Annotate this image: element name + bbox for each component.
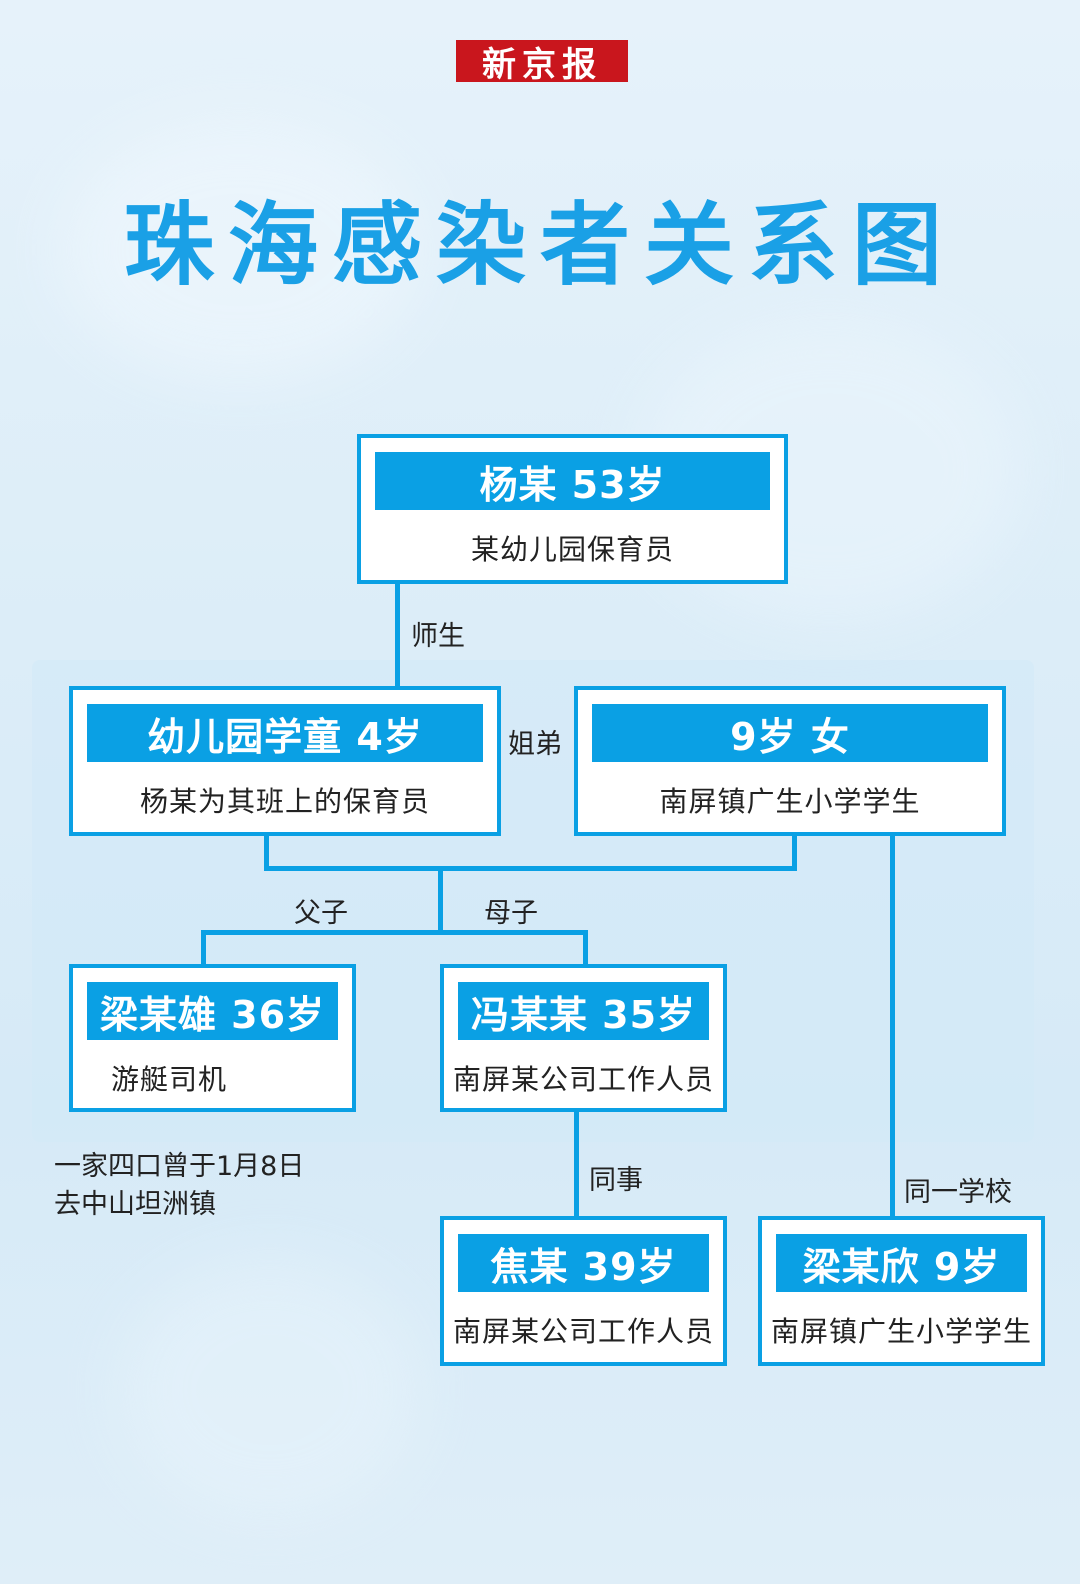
family-trip-note-line1: 一家四口曾于1月8日 <box>54 1151 305 1182</box>
node-girl: 9岁 女 南屏镇广生小学学生 <box>574 686 1006 836</box>
node-colleague-desc: 南屏某公司工作人员 <box>452 1315 714 1348</box>
node-father-desc: 游艇司机 <box>111 1063 228 1096</box>
relation-father-son: 父子 <box>294 898 348 929</box>
connector-girl-schoolmate <box>890 832 895 1220</box>
node-yang-name: 杨某 53岁 <box>375 452 770 510</box>
relation-mother-son: 母子 <box>484 898 538 929</box>
relation-teacher-student: 师生 <box>411 621 465 652</box>
relation-coworkers: 同事 <box>589 1165 643 1196</box>
family-trip-note-line2: 去中山坦洲镇 <box>54 1189 216 1220</box>
node-yang-desc: 某幼儿园保育员 <box>470 533 674 566</box>
connector-mother-colleague <box>574 1110 579 1220</box>
node-schoolmate-name: 梁某欣 9岁 <box>776 1234 1027 1292</box>
connector-father-drop <box>201 930 206 966</box>
node-father: 梁某雄 36岁 游艇司机 <box>69 964 356 1112</box>
node-girl-name: 9岁 女 <box>592 704 988 762</box>
relation-siblings: 姐弟 <box>508 729 562 760</box>
node-mother: 冯某某 35岁 南屏某公司工作人员 <box>440 964 727 1112</box>
connector-yang-child <box>395 582 400 688</box>
node-child: 幼儿园学童 4岁 杨某为其班上的保育员 <box>69 686 501 836</box>
node-colleague-name: 焦某 39岁 <box>458 1234 709 1292</box>
connector-mother-drop <box>583 930 588 966</box>
background-blob <box>60 120 420 380</box>
connector-parents-bar <box>201 930 588 935</box>
connector-child-down <box>264 832 269 868</box>
connector-parents-stem <box>438 868 443 934</box>
node-mother-name: 冯某某 35岁 <box>458 982 709 1040</box>
node-yang: 杨某 53岁 某幼儿园保育员 <box>357 434 788 584</box>
node-child-name: 幼儿园学童 4岁 <box>87 704 483 762</box>
node-father-name: 梁某雄 36岁 <box>87 982 338 1040</box>
background-blob <box>120 1260 420 1520</box>
page-title: 珠海感染者关系图 <box>124 193 956 298</box>
connector-siblings-bar <box>264 866 797 871</box>
relation-same-school: 同一学校 <box>904 1177 1012 1208</box>
node-girl-desc: 南屏镇广生小学学生 <box>659 785 921 818</box>
connector-girl-down <box>792 832 797 868</box>
masthead-logo: 新京报 <box>456 40 628 85</box>
node-child-desc: 杨某为其班上的保育员 <box>139 785 430 818</box>
family-trip-note: 一家四口曾于1月8日 去中山坦洲镇 <box>54 1148 304 1224</box>
node-colleague: 焦某 39岁 南屏某公司工作人员 <box>440 1216 727 1366</box>
node-mother-desc: 南屏某公司工作人员 <box>452 1063 714 1096</box>
node-schoolmate: 梁某欣 9岁 南屏镇广生小学学生 <box>758 1216 1045 1366</box>
node-schoolmate-desc: 南屏镇广生小学学生 <box>770 1315 1032 1348</box>
